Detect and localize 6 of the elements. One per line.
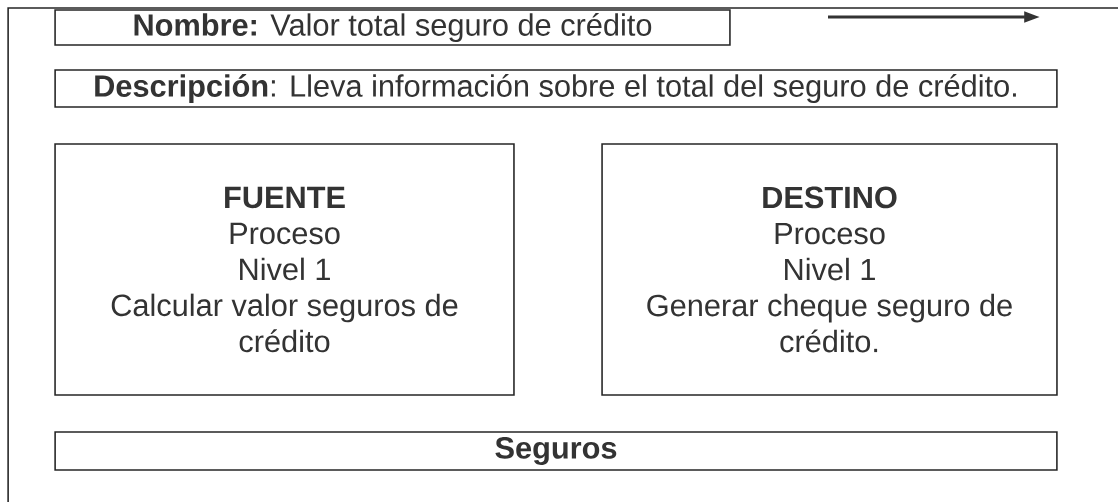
source-box: FUENTE Proceso Nivel 1 Calcular valor seguros de crédito [54,143,515,396]
name-box: Nombre: Valor total seguro de crédito [54,9,731,46]
destination-box: DESTINO Proceso Nivel 1 Generar cheque seguro de crédito. [601,143,1058,396]
frame [7,7,1118,502]
category-box: Seguros [54,431,1058,471]
description-box: Descripción: Lleva información sobre el total del seguro de crédito. [54,69,1058,108]
